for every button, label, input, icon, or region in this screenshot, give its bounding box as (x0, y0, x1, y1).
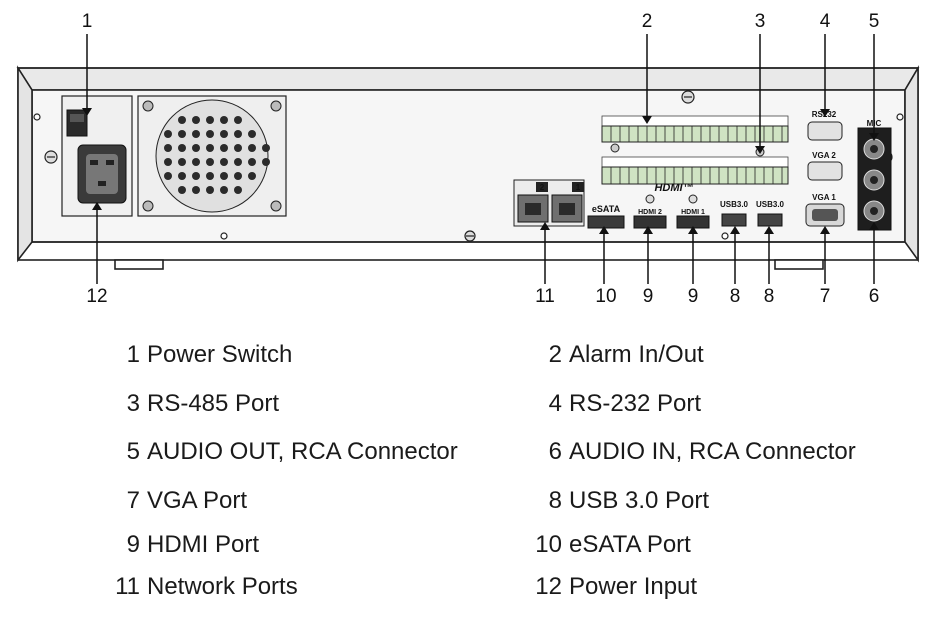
legend-number: 12 (535, 573, 562, 600)
callout-6: 6 (869, 286, 880, 307)
rear-panel-diagram: 2 1 eSATA HDMI™ HDMI 2 HDMI 1 US (16, 11, 920, 307)
usb-a-label: USB3.0 (720, 200, 749, 209)
hdmi1-label: HDMI 1 (681, 209, 705, 216)
legend-item-rs232: 4 RS-232 Port (0, 389, 701, 419)
callout-9a: 9 (643, 286, 654, 307)
legend-label: USB 3.0 Port (569, 487, 710, 514)
legend-label: Alarm In/Out (569, 341, 704, 368)
legend-label: AUDIO IN, RCA Connector (569, 438, 856, 465)
legend-number: 6 (548, 438, 562, 465)
legend-number: 2 (548, 341, 562, 368)
legend-number: 4 (548, 390, 562, 417)
legend-label: eSATA Port (569, 531, 691, 558)
legend-label: Network Ports (147, 573, 298, 600)
callout-11: 11 (535, 286, 555, 307)
legend-number: 10 (535, 531, 562, 558)
hdmi-ports: HDMI™ HDMI 2 HDMI 1 (633, 182, 710, 229)
legend-label: VGA Port (147, 487, 248, 514)
vga2-label: VGA 2 (812, 151, 836, 160)
legend-number: 1 (126, 341, 140, 368)
legend-number: 11 (115, 573, 140, 600)
callout-2: 2 (642, 11, 653, 32)
hdmi-port-2[interactable] (633, 215, 667, 229)
legend: 1 Power Switch 2 Alarm In/Out 3 RS-485 Port… (0, 336, 935, 616)
callout-7: 7 (820, 286, 831, 307)
legend-label: RS-485 Port (147, 390, 280, 417)
callout-8b: 8 (764, 286, 775, 307)
hdmi2-label: HDMI 2 (638, 209, 662, 216)
esata-port[interactable] (587, 215, 625, 229)
callout-3: 3 (755, 11, 766, 32)
fan-grill (137, 95, 287, 217)
vga1-label: VGA 1 (812, 193, 836, 202)
legend-item-audio-in: 6 AUDIO IN, RCA Connector (0, 437, 856, 467)
legend-label: Power Switch (147, 341, 293, 368)
esata-label: eSATA (592, 204, 621, 214)
usb-ports: USB3.0 USB3.0 (720, 200, 785, 227)
legend-label: HDMI Port (147, 531, 260, 558)
legend-item-usb: 8 USB 3.0 Port (0, 486, 709, 516)
legend-item-hdmi: 9 HDMI Port (0, 530, 259, 560)
hdmi-port-1[interactable] (676, 215, 710, 229)
callout-12: 12 (86, 286, 107, 307)
lan2-label: 2 (540, 183, 545, 192)
callout-1: 1 (82, 11, 93, 32)
legend-number: 9 (126, 531, 140, 558)
usb-port-a[interactable] (721, 213, 747, 227)
callout-10: 10 (595, 286, 616, 307)
legend-label: AUDIO OUT, RCA Connector (147, 438, 458, 465)
legend-number: 8 (548, 487, 562, 514)
network-ports: 2 1 (513, 179, 585, 227)
power-switch[interactable] (66, 109, 88, 137)
legend-label: RS-232 Port (569, 390, 702, 417)
legend-number: 5 (126, 438, 140, 465)
legend-item-esata: 10 eSATA Port (0, 530, 691, 560)
callout-leader-lines (82, 34, 879, 284)
callout-8: 8 (730, 286, 741, 307)
vga2-port[interactable] (807, 161, 843, 181)
callout-5: 5 (869, 11, 880, 32)
alarm-terminal-blocks[interactable] (601, 115, 789, 185)
callout-9b: 9 (688, 286, 699, 307)
hdmi-logo: HDMI™ (654, 182, 693, 194)
legend-label: Power Input (569, 573, 698, 600)
legend-item-alarm: 2 Alarm In/Out (0, 340, 704, 370)
legend-number: 7 (126, 487, 140, 514)
usb-b-label: USB3.0 (756, 200, 785, 209)
callout-4: 4 (820, 11, 831, 32)
legend-item-power-switch: 1 Power Switch (0, 340, 293, 370)
rs232-vga-ports: RS232 VGA 2 VGA 1 (805, 110, 845, 227)
rs232-port[interactable] (807, 121, 843, 141)
legend-item-power-input: 12 Power Input (0, 572, 697, 602)
legend-item-audio-out: 5 AUDIO OUT, RCA Connector (0, 437, 458, 467)
legend-item-rs485: 3 RS-485 Port (0, 389, 279, 419)
legend-item-vga: 7 VGA Port (0, 486, 247, 516)
callout-numbers: 1 2 3 4 5 12 11 10 9 9 8 8 7 6 (82, 11, 880, 307)
lan1-label: 1 (576, 183, 581, 192)
usb-port-b[interactable] (757, 213, 783, 227)
legend-item-network: 11 Network Ports (0, 572, 298, 602)
power-module (61, 95, 133, 217)
legend-number: 3 (126, 390, 140, 417)
audio-panel: MIC (857, 119, 892, 231)
esata-port-group: eSATA (587, 204, 625, 229)
